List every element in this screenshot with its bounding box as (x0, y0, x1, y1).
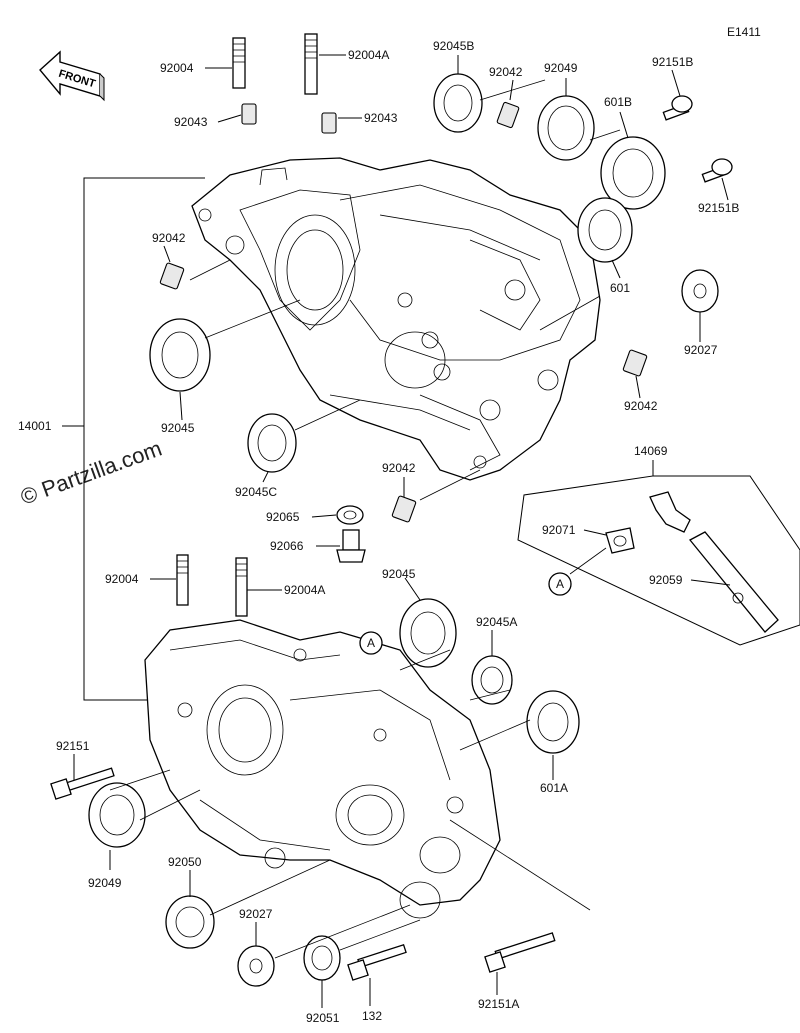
label-92043-left: 92043 (174, 115, 208, 129)
stud-92004-upper-icon (232, 37, 246, 89)
dowel-92042-mid-icon (391, 495, 417, 523)
label-92045-bot: 92045 (382, 567, 416, 581)
watermark: © Partzilla.com (17, 436, 165, 510)
bolt-92151B-a-icon (662, 95, 693, 121)
label-92042-left: 92042 (152, 231, 186, 245)
bracket-14001 (83, 177, 205, 701)
bearing-601B-icon (600, 136, 666, 210)
label-92042-right: 92042 (624, 399, 658, 413)
label-92071: 92071 (542, 523, 576, 537)
drain-plug-92066-icon (336, 529, 366, 563)
upper-crankcase-half (191, 157, 601, 481)
label-92066: 92066 (270, 539, 304, 553)
label-92051: 92051 (306, 1011, 340, 1025)
label-92059: 92059 (649, 573, 683, 587)
label-92045A: 92045A (476, 615, 517, 629)
dowel-92042-top-icon (496, 101, 520, 129)
oil-seal-92050-icon (165, 895, 215, 949)
bearing-92045-left-icon (149, 318, 211, 392)
label-92027-right: 92027 (684, 343, 718, 357)
label-92042-top: 92042 (489, 65, 523, 79)
bolt-92151-icon (50, 767, 115, 800)
label-14069: 14069 (634, 444, 668, 458)
callout-A-case-icon: A (359, 631, 383, 655)
breather-hose-92059-icon (688, 531, 779, 633)
oil-seal-92051-icon (303, 935, 341, 981)
leader-lines (62, 54, 731, 1008)
breather-elbow-icon (649, 491, 691, 533)
oil-seal-92049-lower-icon (88, 782, 146, 848)
bolt-92151A-icon (484, 932, 556, 973)
label-92049-bot: 92049 (88, 876, 122, 890)
lower-crankcase-half (144, 619, 501, 919)
label-132: 132 (362, 1009, 382, 1023)
bracket-14069 (517, 460, 800, 646)
callout-A-breather-icon: A (548, 572, 572, 596)
label-92043-right: 92043 (364, 111, 398, 125)
dowel-92042-left-icon (159, 262, 185, 290)
breather-fitting-92071-icon (605, 527, 635, 554)
callout-A-breather: A (556, 577, 564, 591)
label-601B: 601B (604, 95, 632, 109)
part-labels: 92004 92004A 92045B 92042 92049 92151B 9… (18, 39, 739, 1025)
callout-A-case: A (367, 636, 375, 650)
washer-92027-lower-icon (237, 945, 275, 987)
stud-92004A-upper-icon (304, 33, 318, 95)
stud-92004-lower-icon (176, 554, 189, 606)
label-92045B: 92045B (433, 39, 474, 53)
label-92004A-top: 92004A (348, 48, 389, 62)
diagram-code: E1411 (727, 25, 761, 39)
bearing-601-icon (577, 197, 633, 263)
label-92004-top: 92004 (160, 61, 194, 75)
dowel-92043-right-icon (321, 112, 337, 134)
washer-92065-icon (336, 505, 364, 525)
label-92151B-b: 92151B (698, 201, 739, 215)
label-92045-left: 92045 (161, 421, 195, 435)
label-92027-bot: 92027 (239, 907, 273, 921)
label-601A: 601A (540, 781, 568, 795)
label-92045C: 92045C (235, 485, 277, 499)
bearing-92045C-icon (247, 413, 297, 473)
label-92050: 92050 (168, 855, 202, 869)
label-601: 601 (610, 281, 630, 295)
label-92049-top: 92049 (544, 61, 578, 75)
bolt-132-icon (347, 943, 407, 981)
label-92042-mid: 92042 (382, 461, 416, 475)
bearing-92045B-icon (433, 73, 483, 133)
front-arrow-icon: FRONT (39, 50, 105, 102)
label-92151A: 92151A (478, 997, 519, 1011)
bearing-92045-lower-icon (399, 598, 457, 668)
oil-seal-92049-top-icon (537, 95, 595, 161)
label-92065: 92065 (266, 510, 300, 524)
washer-92027-right-icon (681, 269, 719, 313)
label-92151: 92151 (56, 739, 90, 753)
label-92004A-bot: 92004A (284, 583, 325, 597)
label-92004-bot: 92004 (105, 572, 139, 586)
bearing-601A-icon (526, 690, 580, 754)
dowel-92042-right-icon (622, 349, 648, 377)
dowel-92043-left-icon (241, 103, 257, 125)
bolt-92151B-b-icon (701, 158, 733, 183)
label-14001: 14001 (18, 419, 52, 433)
bearing-92045A-icon (471, 655, 513, 705)
label-92151B-a: 92151B (652, 55, 693, 69)
stud-92004A-lower-icon (235, 557, 248, 617)
